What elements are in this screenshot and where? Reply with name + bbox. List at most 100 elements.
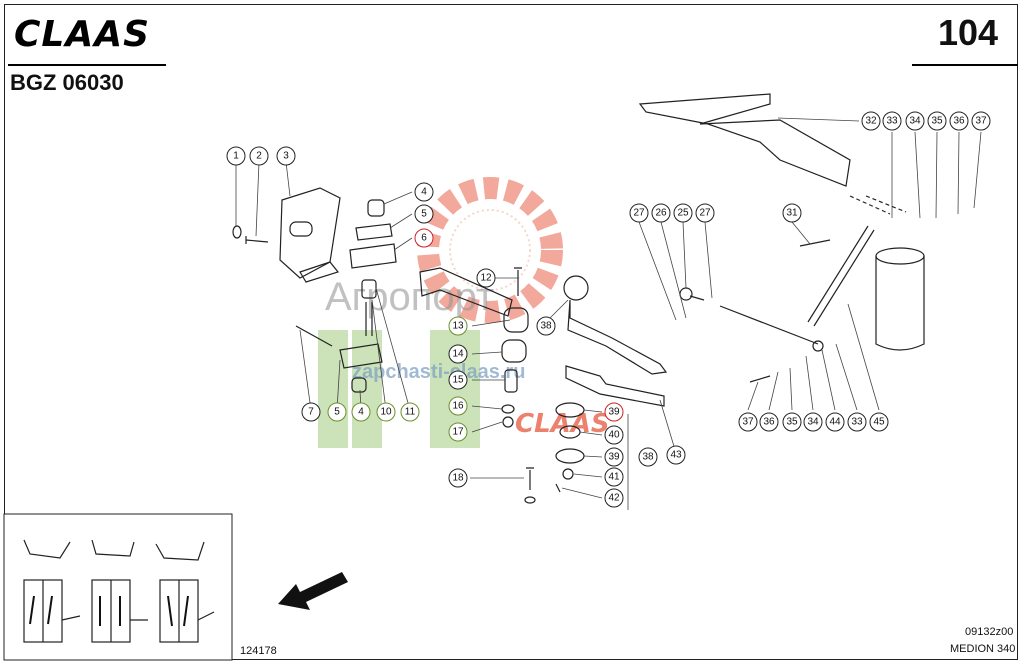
callout-27: 27 xyxy=(629,203,649,223)
svg-text:34: 34 xyxy=(909,116,921,127)
svg-text:38: 38 xyxy=(540,321,552,332)
svg-text:26: 26 xyxy=(655,208,667,219)
watermark-gear-icon xyxy=(417,177,563,323)
callout-11: 11 xyxy=(400,402,420,422)
washer-1 xyxy=(232,225,242,239)
clamp-lower xyxy=(339,343,383,393)
svg-text:13: 13 xyxy=(452,321,464,332)
callout-25: 25 xyxy=(673,203,693,223)
callout-40: 40 xyxy=(604,425,624,445)
nut-41 xyxy=(562,468,574,480)
swing-arm-13 xyxy=(419,267,529,333)
frame-32 xyxy=(638,93,851,187)
svg-text:14: 14 xyxy=(452,349,464,360)
svg-text:44: 44 xyxy=(829,417,841,428)
svg-text:6: 6 xyxy=(421,233,427,244)
callout-13: 13 xyxy=(448,316,468,336)
pin-11 xyxy=(365,302,373,336)
callout-2: 2 xyxy=(249,146,269,166)
callout-31: 31 xyxy=(782,203,802,223)
svg-text:37: 37 xyxy=(742,417,754,428)
svg-text:39: 39 xyxy=(608,452,620,463)
callout-32: 32 xyxy=(861,111,881,131)
callout-4: 4 xyxy=(414,182,434,202)
svg-text:36: 36 xyxy=(763,417,775,428)
direction-arrow-icon xyxy=(278,572,348,610)
callout-5: 5 xyxy=(327,402,347,422)
svg-text:45: 45 xyxy=(873,417,885,428)
svg-text:7: 7 xyxy=(308,407,314,418)
callout-37: 37 xyxy=(971,111,991,131)
svg-text:5: 5 xyxy=(421,209,427,220)
svg-text:17: 17 xyxy=(452,427,464,438)
svg-text:10: 10 xyxy=(380,407,392,418)
clamp-6 xyxy=(349,243,397,269)
svg-text:12: 12 xyxy=(480,273,492,284)
callout-6: 6 xyxy=(414,228,434,248)
bolt-31 xyxy=(799,239,831,247)
svg-text:37: 37 xyxy=(975,116,987,127)
illustration-number: 124178 xyxy=(240,645,277,657)
svg-text:27: 27 xyxy=(633,208,645,219)
nut-17 xyxy=(502,416,514,428)
svg-text:15: 15 xyxy=(452,375,464,386)
callout-35: 35 xyxy=(782,412,802,432)
svg-text:35: 35 xyxy=(931,116,943,127)
callout-18: 18 xyxy=(448,468,468,488)
callout-36: 36 xyxy=(759,412,779,432)
callout-4: 4 xyxy=(351,402,371,422)
svg-text:41: 41 xyxy=(608,472,620,483)
callout-1: 1 xyxy=(226,146,246,166)
callout-12: 12 xyxy=(476,268,496,288)
svg-text:18: 18 xyxy=(452,473,464,484)
svg-text:40: 40 xyxy=(608,430,620,441)
page-frame xyxy=(4,4,1018,660)
sleeve-15 xyxy=(504,369,518,393)
drawing-reference: 09132z00 xyxy=(965,626,1014,638)
callout-38: 38 xyxy=(536,316,556,336)
svg-text:43: 43 xyxy=(670,450,682,461)
callout-41: 41 xyxy=(604,467,624,487)
svg-text:25: 25 xyxy=(677,208,689,219)
svg-text:11: 11 xyxy=(405,407,416,418)
bolt-37 xyxy=(749,375,771,383)
callout-36: 36 xyxy=(949,111,969,131)
svg-text:4: 4 xyxy=(421,187,427,198)
leader-lines xyxy=(235,117,982,510)
callout-44: 44 xyxy=(825,412,845,432)
callout-35: 35 xyxy=(927,111,947,131)
disc-39-lower xyxy=(555,448,585,464)
rubber-block-4 xyxy=(367,199,385,217)
bolt-2 xyxy=(245,236,269,244)
callout-34: 34 xyxy=(803,412,823,432)
header-rule-left xyxy=(8,64,166,66)
pin-42 xyxy=(555,483,561,493)
svg-text:4: 4 xyxy=(358,407,364,418)
callout-33: 33 xyxy=(882,111,902,131)
claas-logo: CLAAS xyxy=(14,14,151,55)
svg-text:35: 35 xyxy=(786,417,798,428)
callout-26: 26 xyxy=(651,203,671,223)
bolt-18 xyxy=(524,467,536,504)
callout-3: 3 xyxy=(276,146,296,166)
bolt-7 xyxy=(295,325,333,347)
assembly-code: BGZ 06030 xyxy=(10,70,124,95)
callout-14: 14 xyxy=(448,344,468,364)
svg-text:32: 32 xyxy=(865,116,877,127)
svg-text:31: 31 xyxy=(786,208,798,219)
svg-text:5: 5 xyxy=(334,407,340,418)
mounting-bracket xyxy=(279,187,341,283)
callout-7: 7 xyxy=(301,402,321,422)
page-number: 104 xyxy=(938,12,999,53)
callout-42: 42 xyxy=(604,488,624,508)
svg-text:38: 38 xyxy=(642,452,654,463)
svg-text:36: 36 xyxy=(953,116,965,127)
callout-17: 17 xyxy=(448,422,468,442)
watermark-logo-text: Агропорт xyxy=(325,275,494,319)
svg-text:2: 2 xyxy=(256,151,262,162)
model-name: MEDION 340 xyxy=(950,643,1016,655)
callout-27: 27 xyxy=(695,203,715,223)
callout-38: 38 xyxy=(638,447,658,467)
svg-text:39: 39 xyxy=(608,407,620,418)
